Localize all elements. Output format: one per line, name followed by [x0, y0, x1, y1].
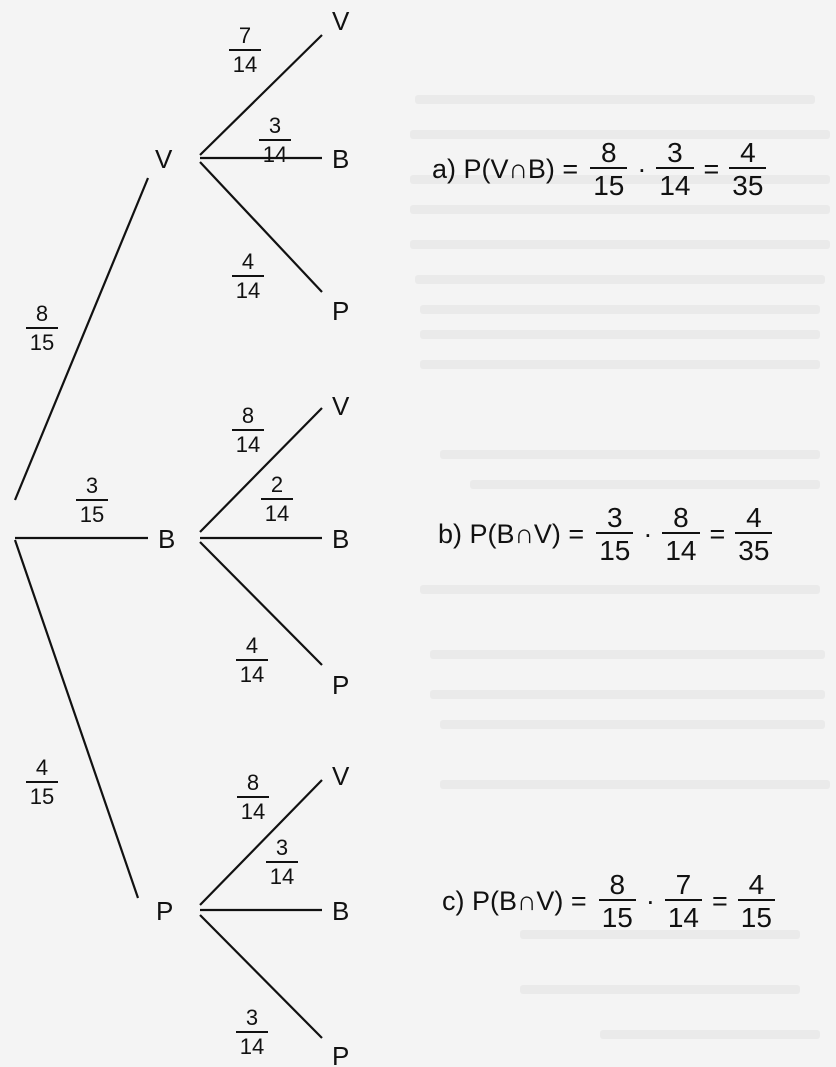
equation-c-fraction-2-numerator: 7	[675, 869, 692, 900]
node-b-label: B	[158, 524, 175, 554]
branch-p-child-b-probability-numerator: 3	[276, 835, 288, 860]
equation-b-result-numerator: 4	[746, 502, 762, 533]
equation-b-multiply: ·	[643, 518, 653, 549]
branch-p-child-p-label: P	[332, 1041, 349, 1067]
equation-c-fraction-1-denominator: 15	[598, 899, 636, 933]
branch-v-child-b-probability-numerator: 3	[269, 113, 281, 138]
branch-v-child-p-edge	[199, 161, 323, 293]
branch-p-child-v-edge	[199, 779, 323, 906]
equation-a-fraction-1-denominator: 15	[590, 167, 628, 201]
branch-p-child-b-probability-denominator: 14	[270, 864, 294, 889]
equation-a-equals: =	[703, 153, 720, 184]
branch-b-child-v-probability-denominator: 14	[236, 432, 260, 457]
branch-p-child-v-probability-denominator: 14	[241, 799, 265, 824]
root-branch-b-probability-numerator: 3	[86, 473, 98, 498]
branch-b-child-b-probability-denominator: 14	[265, 501, 289, 526]
branch-v-child-p-label: P	[332, 296, 349, 326]
branch-p-child-v-label: V	[332, 761, 350, 791]
root-branch-v-edge	[13, 177, 150, 501]
branch-v-child-p-probability-denominator: 14	[236, 278, 260, 303]
equation-a-fraction-2-numerator: 3	[667, 137, 683, 168]
branch-v-child-p-probability-numerator: 4	[242, 249, 254, 274]
branch-b-child-v-probability-numerator: 8	[242, 403, 254, 428]
root-branch-v-probability-numerator: 8	[36, 301, 48, 326]
branch-b-child-b-label: B	[332, 524, 349, 554]
branch-p-child-v-probability-numerator: 8	[247, 770, 259, 795]
equation-a-result-denominator: 35	[729, 167, 767, 201]
branch-b-child-p-probability-denominator: 14	[240, 662, 264, 687]
equation-b-fraction-2-numerator: 8	[673, 502, 689, 533]
branch-p-child-p-probability-numerator: 3	[246, 1005, 258, 1030]
branch-v-child-v-probability-numerator: 7	[239, 23, 251, 48]
root-branch-v-probability-denominator: 15	[30, 330, 54, 355]
equation-c-equals: =	[712, 885, 728, 916]
root-branch-b-probability-denominator: 15	[80, 502, 104, 527]
equation-b-result-denominator: 35	[735, 532, 773, 566]
branch-v-child-v-probability-denominator: 14	[233, 52, 257, 77]
equation-a-fraction-1-numerator: 8	[600, 137, 617, 168]
branch-b-child-v-edge	[199, 407, 323, 533]
equation-b-equals: =	[709, 518, 726, 549]
branch-v-child-b-label: B	[332, 144, 349, 174]
equation-b-fraction-2-denominator: 14	[662, 532, 700, 566]
branch-b-child-p-label: P	[332, 670, 349, 700]
branch-p-child-b-label: B	[332, 896, 349, 926]
equation-b-fraction-1-numerator: 3	[606, 502, 623, 533]
branch-b-child-v-label: V	[332, 391, 350, 421]
root-branch-p-edge	[13, 539, 140, 899]
branch-p-child-p-probability-denominator: 14	[240, 1034, 264, 1059]
branch-v-child-v-edge	[199, 34, 323, 156]
equation-c-result-denominator: 15	[737, 899, 775, 933]
node-v-label: V	[155, 144, 173, 174]
root-branch-p-probability-numerator: 4	[36, 755, 48, 780]
branch-b-child-p-edge	[199, 541, 323, 666]
equation-c-label: c) P(B∩V) =	[442, 885, 587, 916]
equation-c-fraction-2-denominator: 14	[664, 899, 702, 933]
branch-v-child-b-probability-denominator: 14	[263, 142, 287, 167]
branch-b-child-p-probability-numerator: 4	[246, 633, 258, 658]
node-p-label: P	[156, 896, 173, 926]
root-branch-p-probability-denominator: 15	[30, 784, 54, 809]
branch-p-child-p-edge	[199, 914, 323, 1039]
branch-b-child-b-probability-numerator: 2	[271, 472, 283, 497]
equation-a-label: a) P(V∩B) =	[432, 153, 579, 184]
equation-a-result-numerator: 4	[740, 137, 756, 168]
branch-v-child-v-label: V	[332, 6, 350, 36]
equation-b-label: b) P(B∩V) =	[438, 518, 585, 549]
equation-a-fraction-2-denominator: 14	[656, 167, 694, 201]
equation-a-multiply: ·	[637, 153, 647, 184]
equation-c-multiply: ·	[645, 885, 655, 916]
equation-c-result-numerator: 4	[748, 869, 765, 900]
equation-c-fraction-1-numerator: 8	[609, 869, 626, 900]
equation-b-fraction-1-denominator: 15	[596, 532, 634, 566]
